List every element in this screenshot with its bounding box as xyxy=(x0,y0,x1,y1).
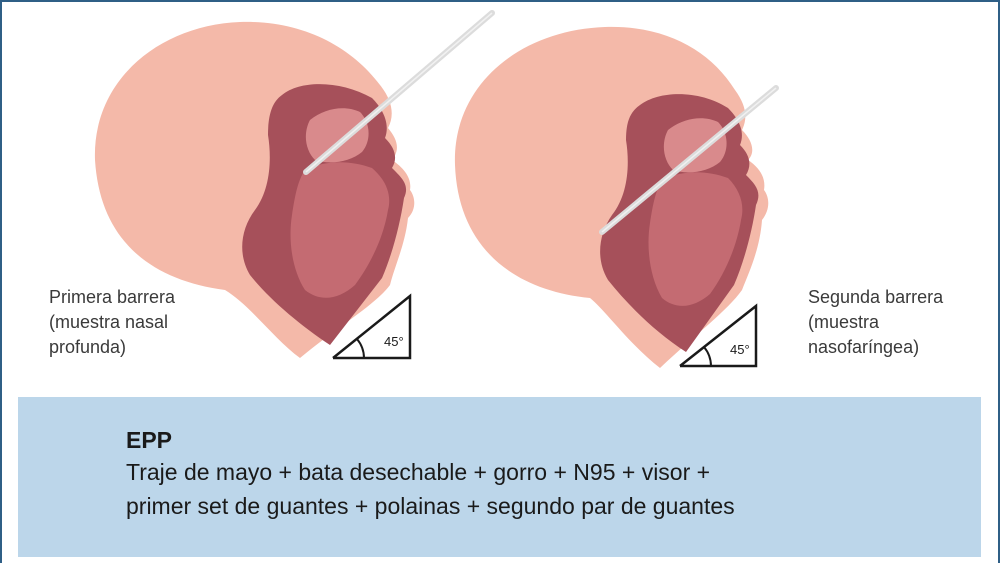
head-2-tissue-light xyxy=(663,118,727,173)
head-2-tissue-mid xyxy=(648,172,743,306)
angle-label-1: 45° xyxy=(384,334,404,349)
head-1-tissue-light xyxy=(305,108,369,163)
head-1-tissue-mid xyxy=(290,162,390,298)
caption-line: (muestra xyxy=(808,312,880,332)
angle-marker-2: 45° xyxy=(679,303,758,368)
caption-line: Primera barrera xyxy=(49,287,176,307)
angle-label-2: 45° xyxy=(730,342,750,357)
ppe-panel: EPP Traje de mayo + bata desechable + go… xyxy=(18,397,981,557)
caption-line: nasofaríngea) xyxy=(808,337,920,357)
caption-line: profunda) xyxy=(49,337,127,357)
caption-line: Segunda barrera xyxy=(808,287,944,307)
caption-first-barrier: Primera barrera (muestra nasal profunda) xyxy=(49,285,175,360)
head-1: 45° xyxy=(94,10,495,360)
caption-line: (muestra nasal xyxy=(49,312,169,332)
ppe-title: EPP xyxy=(126,427,173,453)
ppe-list-line-1: Traje de mayo + bata desechable + gorro … xyxy=(126,459,711,485)
head-2: 45° xyxy=(454,26,779,368)
ppe-list-line-2: primer set de guantes + polainas + segun… xyxy=(126,493,735,519)
angle-marker-1: 45° xyxy=(332,293,412,360)
caption-second-barrier: Segunda barrera (muestra nasofaríngea) xyxy=(808,285,943,360)
